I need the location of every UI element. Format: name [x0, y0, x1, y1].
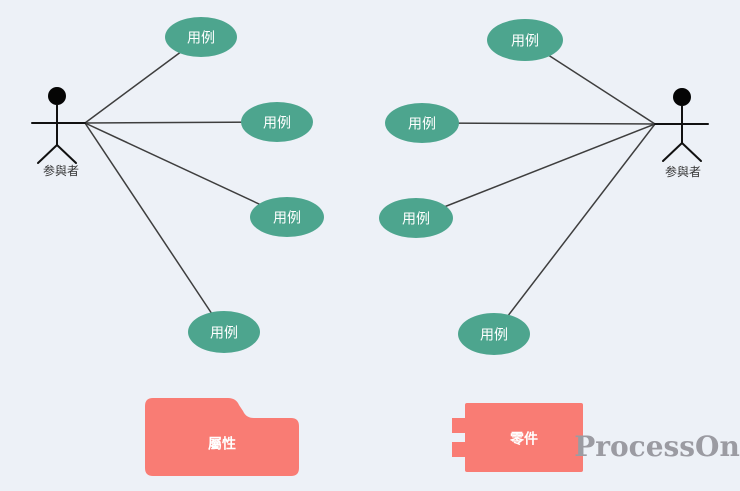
actor-left: 参與者: [31, 87, 86, 178]
actor-label: 参與者: [665, 164, 701, 179]
package-node: 屬性: [145, 398, 299, 476]
usecase-label: 用例: [263, 115, 291, 131]
actor-leg: [37, 144, 58, 164]
association-lines: [84, 36, 656, 335]
usecase-node: 用例: [250, 197, 324, 237]
package-shape: [145, 398, 299, 476]
usecase-ellipse: [458, 313, 530, 355]
usecase-ellipse: [241, 102, 313, 142]
usecase-node: 用例: [188, 311, 260, 353]
actor-label: 参與者: [43, 163, 79, 178]
actor-head-icon: [673, 88, 691, 106]
usecase-node: 用例: [241, 102, 313, 142]
actor-leg: [662, 142, 683, 162]
usecase-label: 用例: [273, 210, 301, 226]
component-tab: [452, 442, 468, 457]
usecase-ellipse: [165, 17, 237, 57]
usecase-label: 用例: [187, 30, 215, 46]
usecase-node: 用例: [458, 313, 530, 355]
usecase-label: 用例: [408, 116, 436, 132]
processon-watermark: ProcessOn: [574, 430, 740, 463]
usecase-label: 用例: [402, 211, 430, 227]
usecase-ellipse: [250, 197, 324, 237]
component-tab: [452, 418, 468, 433]
usecase-node: 用例: [487, 19, 563, 61]
usecase-label: 用例: [511, 33, 539, 49]
usecase-ellipse: [188, 311, 260, 353]
association-line: [84, 122, 225, 333]
usecase-label: 用例: [480, 327, 508, 343]
usecase-label: 用例: [210, 325, 238, 341]
usecase-node: 用例: [385, 103, 459, 143]
association-line: [415, 123, 656, 219]
component-node: 零件: [452, 403, 583, 472]
package-label: 屬性: [208, 436, 236, 452]
component-label: 零件: [509, 431, 538, 447]
association-line: [84, 122, 288, 218]
actor-head-icon: [48, 87, 66, 105]
association-line: [421, 122, 656, 125]
usecase-node: 用例: [379, 198, 453, 238]
actor-leg: [56, 144, 77, 164]
usecase-ellipse: [379, 198, 453, 238]
actor-leg: [681, 142, 702, 162]
usecase-ellipse: [487, 19, 563, 61]
component-body: [465, 403, 583, 472]
association-line: [493, 123, 656, 335]
usecase-node: 用例: [165, 17, 237, 57]
usecase-ellipse: [385, 103, 459, 143]
actor-right: 参與者: [654, 88, 709, 179]
